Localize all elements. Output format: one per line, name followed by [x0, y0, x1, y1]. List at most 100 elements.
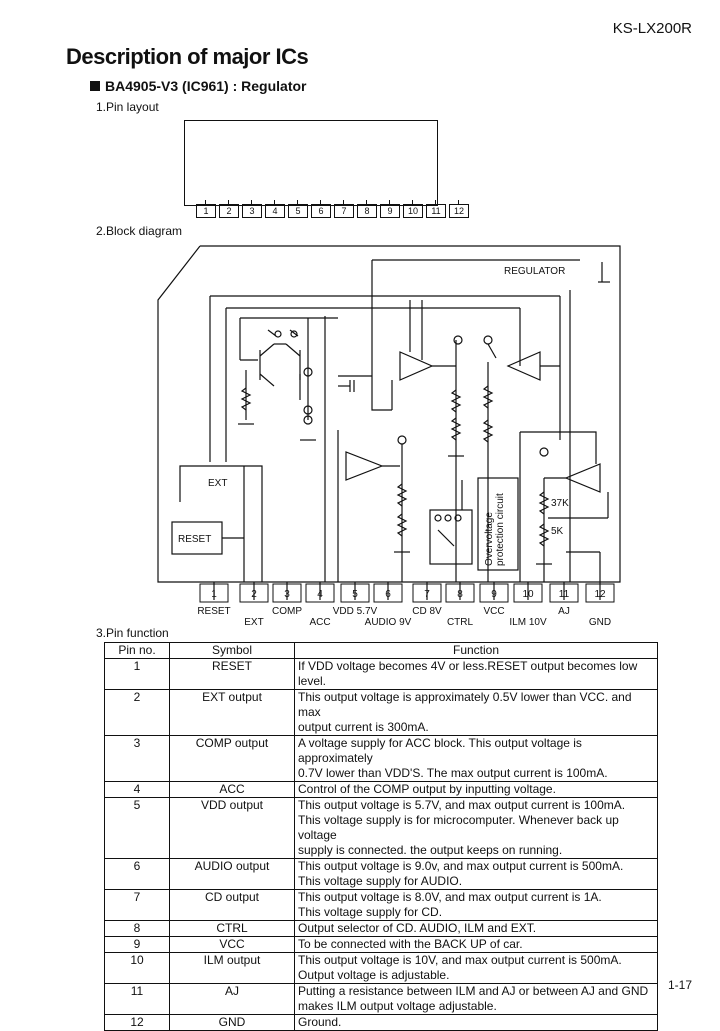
- col-pin-no: Pin no.: [104, 642, 170, 659]
- package-pin: 4: [265, 200, 285, 218]
- cell-function: This output voltage is 8.0V, and max out…: [294, 889, 658, 921]
- function-line: This output voltage is 9.0v, and max out…: [298, 859, 624, 873]
- cell-pin-no: 4: [104, 781, 170, 798]
- function-line: This output voltage is 8.0V, and max out…: [298, 890, 602, 904]
- diagram-pin-box: [373, 583, 403, 603]
- package-pin: 7: [334, 200, 354, 218]
- function-line: output current is 300mA.: [298, 720, 429, 734]
- node: [303, 415, 313, 425]
- diagram-pin-number: 12: [594, 589, 606, 600]
- block-diagram: REGULATOR EXT RESET 37K 5K Overvoltage p…: [157, 245, 621, 628]
- diagram-pin-label: AJ: [558, 606, 570, 617]
- ic-subheading: BA4905-V3 (IC961) : Regulator: [90, 78, 307, 94]
- diagram-pin-label: ILM 10V: [509, 617, 547, 628]
- cell-pin-no: 8: [104, 920, 170, 937]
- node: [453, 335, 463, 345]
- function-line: makes ILM output voltage adjustable.: [298, 999, 497, 1013]
- package-pin: 2: [219, 200, 239, 218]
- diagram-pin-number: 9: [491, 589, 497, 600]
- diagram-pin-label: EXT: [244, 617, 263, 628]
- resistor: [482, 419, 494, 443]
- diagram-pin-number: 11: [559, 589, 570, 600]
- resistor: [396, 483, 408, 507]
- diagram-pin-label: ACC: [309, 617, 330, 628]
- square-bullet-icon: [90, 81, 100, 91]
- diagram-pin-number: 10: [522, 589, 534, 600]
- ext-block: [179, 465, 263, 582]
- section-pin-layout: 1.Pin layout: [96, 100, 159, 114]
- diagram-pin-label: GND: [589, 617, 611, 628]
- cell-pin-no: 11: [104, 983, 170, 1015]
- node: [539, 447, 549, 457]
- cell-symbol: COMP output: [169, 735, 295, 782]
- section-pin-function: 3.Pin function: [96, 626, 169, 640]
- col-function: Function: [294, 642, 658, 659]
- transistor: [285, 343, 301, 357]
- opamp: [564, 463, 601, 493]
- cell-function: If VDD voltage becomes 4V or less.RESET …: [294, 658, 658, 690]
- node: [434, 514, 442, 522]
- regulator-label: REGULATOR: [504, 266, 565, 277]
- cell-symbol: VDD output: [169, 797, 295, 859]
- page-number: 1-17: [667, 978, 692, 992]
- cell-pin-no: 6: [104, 858, 170, 890]
- cell-pin-no: 3: [104, 735, 170, 782]
- node: [444, 514, 452, 522]
- package-pin: 1: [196, 200, 216, 218]
- diagram-pin-box: [412, 583, 442, 603]
- diagram-pin-box: [199, 583, 229, 603]
- model-number: KS-LX200R: [612, 20, 692, 37]
- diagram-pin-number: 6: [385, 589, 391, 600]
- package-pin: 10: [403, 200, 423, 218]
- cell-symbol: ACC: [169, 781, 295, 798]
- function-line: Control of the COMP output by inputting …: [298, 782, 556, 796]
- function-line: This voltage supply for AUDIO.: [298, 874, 463, 888]
- cell-symbol: RESET: [169, 658, 295, 690]
- resistor: [240, 387, 252, 411]
- reset-label: RESET: [178, 534, 211, 545]
- ext-label: EXT: [208, 478, 227, 489]
- diagram-pin-box: [479, 583, 509, 603]
- cell-symbol: CD output: [169, 889, 295, 921]
- cell-function: This output voltage is 5.7V, and max out…: [294, 797, 658, 859]
- diagram-pin-box: [445, 583, 475, 603]
- wire: [520, 431, 597, 464]
- function-line: If VDD voltage becomes 4V or less.RESET …: [298, 659, 638, 688]
- diagram-pin-number: 2: [251, 589, 257, 600]
- transistor: [259, 343, 275, 357]
- resistor-5k-label: 5K: [551, 526, 564, 537]
- diagram-pin-label: VCC: [483, 606, 504, 617]
- cell-function: Control of the COMP output by inputting …: [294, 781, 658, 798]
- overvoltage-block: [477, 477, 519, 571]
- ic-subheading-text: BA4905-V3 (IC961) : Regulator: [105, 78, 307, 94]
- cell-function: This output voltage is 9.0v, and max out…: [294, 858, 658, 890]
- cell-function: This output voltage is approximately 0.5…: [294, 689, 658, 736]
- diagram-pin-box: [585, 583, 615, 603]
- cell-pin-no: 7: [104, 889, 170, 921]
- diagram-pin-box: [513, 583, 543, 603]
- page-title: Description of major ICs: [66, 44, 309, 69]
- cell-symbol: GND: [169, 1014, 295, 1031]
- diagram-pin-number: 3: [284, 589, 290, 600]
- diagram-pin-label: CTRL: [447, 617, 474, 628]
- resistor-37k-label: 37K: [551, 498, 569, 509]
- function-line: To be connected with the BACK UP of car.: [298, 937, 523, 951]
- wire: [371, 260, 392, 411]
- cell-function: Ground.: [294, 1014, 658, 1031]
- node: [454, 514, 462, 522]
- node: [303, 367, 313, 377]
- node: [397, 435, 407, 445]
- section-block-diagram: 2.Block diagram: [96, 224, 183, 238]
- diagram-pin-number: 8: [457, 589, 463, 600]
- cell-symbol: AUDIO output: [169, 858, 295, 890]
- package-pin: 11: [426, 200, 446, 218]
- cell-symbol: AJ: [169, 983, 295, 1015]
- function-line: This voltage supply is for microcomputer…: [298, 813, 619, 842]
